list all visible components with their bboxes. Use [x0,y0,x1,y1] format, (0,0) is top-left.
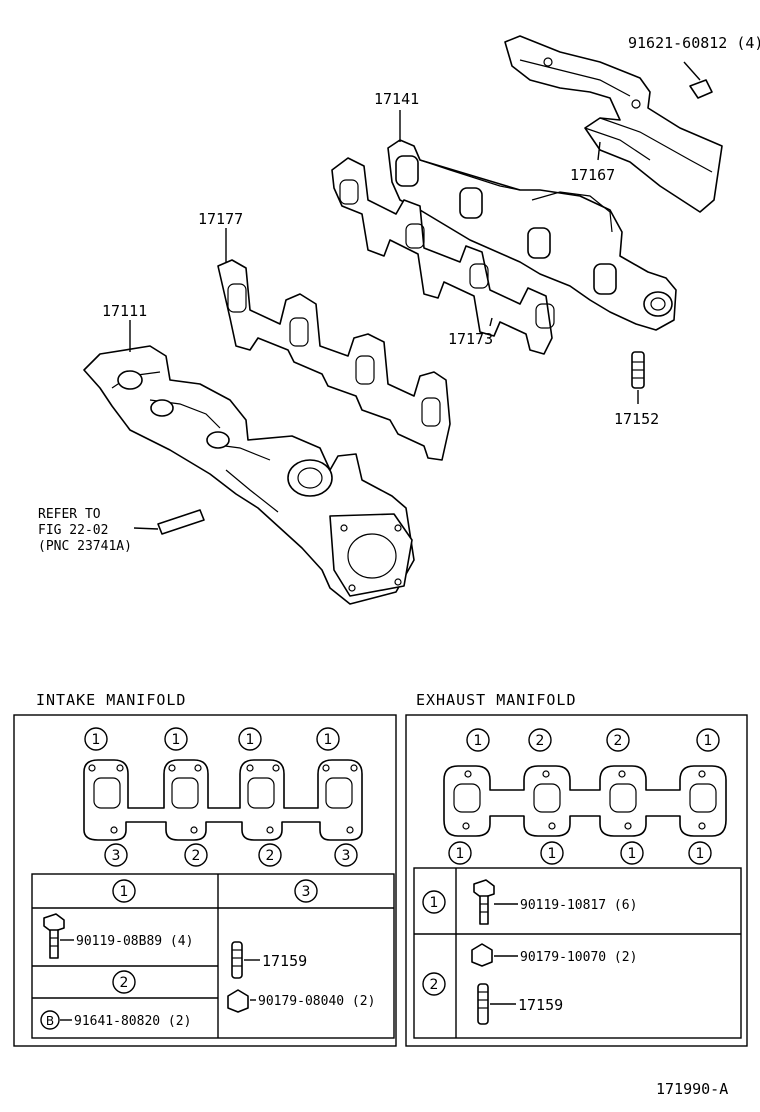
svg-text:3: 3 [342,848,351,864]
intake-bottom-mark-4: 3 [334,843,358,867]
svg-text:1: 1 [430,895,439,911]
label-refer-line3: (PNC 23741A) [38,539,132,554]
figure-id: 171990-A [656,1080,728,1098]
exhaust-top-mark-1: 1 [466,728,490,752]
svg-text:1: 1 [628,846,637,862]
label-17141: 17141 [374,90,419,108]
exhaust-manifold [387,139,677,331]
intake-manifold [83,345,415,605]
svg-text:2: 2 [536,733,545,749]
exhaust-bottom-mark-1: 1 [448,841,472,865]
svg-text:1: 1 [548,846,557,862]
svg-text:1: 1 [474,733,483,749]
intake-top-mark-3: 1 [238,727,262,751]
svg-text:1: 1 [120,884,129,900]
exhaust-gasket [331,157,555,355]
nut-icon [471,943,493,967]
stud-17152 [631,351,645,389]
intake-fastener-table [31,873,395,1039]
heat-insulator [504,35,723,213]
svg-text:1: 1 [704,733,713,749]
intake-panel [13,714,397,1047]
intake-stud-b-part: 91641-80820 (2) [74,1014,191,1029]
stud-icon [477,983,489,1025]
svg-text:2: 2 [614,733,623,749]
intake-bottom-mark-3: 2 [258,843,282,867]
intake-table-header-1: 1 [112,879,136,903]
label-17177: 17177 [198,210,243,228]
intake-bottom-mark-1: 3 [104,843,128,867]
intake-bottom-mark-2: 2 [184,843,208,867]
stud-refer [157,509,205,535]
exhaust-bottom-mark-2: 1 [540,841,564,865]
stud-icon [231,941,243,979]
svg-text:2: 2 [120,975,129,991]
exhaust-table-row-1: 1 [422,890,446,914]
svg-text:1: 1 [246,732,255,748]
exhaust-top-mark-4: 1 [696,728,720,752]
exhaust-panel [405,714,748,1047]
intake-stud-part: 17159 [262,952,307,970]
intake-top-mark-2: 1 [164,727,188,751]
svg-text:1: 1 [172,732,181,748]
exhaust-fastener-table [413,867,742,1039]
svg-text:3: 3 [112,848,121,864]
b-mark: B [40,1010,60,1030]
svg-text:1: 1 [456,846,465,862]
exhaust-table-row-2: 2 [422,972,446,996]
intake-top-mark-1: 1 [84,727,108,751]
label-91621: 91621-60812 (4) [628,34,760,52]
intake-top-mark-4: 1 [316,727,340,751]
svg-text:1: 1 [92,732,101,748]
intake-gasket [217,259,451,461]
svg-text:B: B [46,1014,54,1028]
intake-gasket-schematic [83,759,363,841]
intake-bolt-part: 90119-08B89 (4) [76,934,193,949]
exhaust-bolt-part: 90119-10817 (6) [520,898,637,913]
svg-text:3: 3 [302,884,311,900]
exhaust-top-mark-2: 2 [528,728,552,752]
nut-icon [227,989,249,1013]
label-17152: 17152 [614,410,659,428]
exhaust-gasket-schematic [443,765,727,837]
label-17111: 17111 [102,302,147,320]
exhaust-top-mark-3: 2 [606,728,630,752]
exhaust-bottom-mark-3: 1 [620,841,644,865]
exhaust-bottom-mark-4: 1 [688,841,712,865]
svg-text:1: 1 [696,846,705,862]
bolt-icon [43,913,65,959]
intake-nut-part: 90179-08040 (2) [258,994,375,1009]
svg-text:2: 2 [430,977,439,993]
label-17173: 17173 [448,330,493,348]
intake-table-header-2: 2 [112,970,136,994]
exhaust-title: EXHAUST MANIFOLD [416,691,577,709]
bolt-icon [473,879,495,925]
exhaust-nut-part: 90179-10070 (2) [520,950,637,965]
bolt-91621 [683,61,713,99]
svg-text:2: 2 [192,848,201,864]
svg-text:1: 1 [324,732,333,748]
svg-text:2: 2 [266,848,275,864]
exhaust-stud-part: 17159 [518,996,563,1014]
label-refer-line1: REFER TO [38,507,101,522]
intake-table-header-3: 3 [294,879,318,903]
label-refer-line2: FIG 22-02 [38,523,108,538]
label-17167: 17167 [570,166,615,184]
intake-title: INTAKE MANIFOLD [36,691,186,709]
